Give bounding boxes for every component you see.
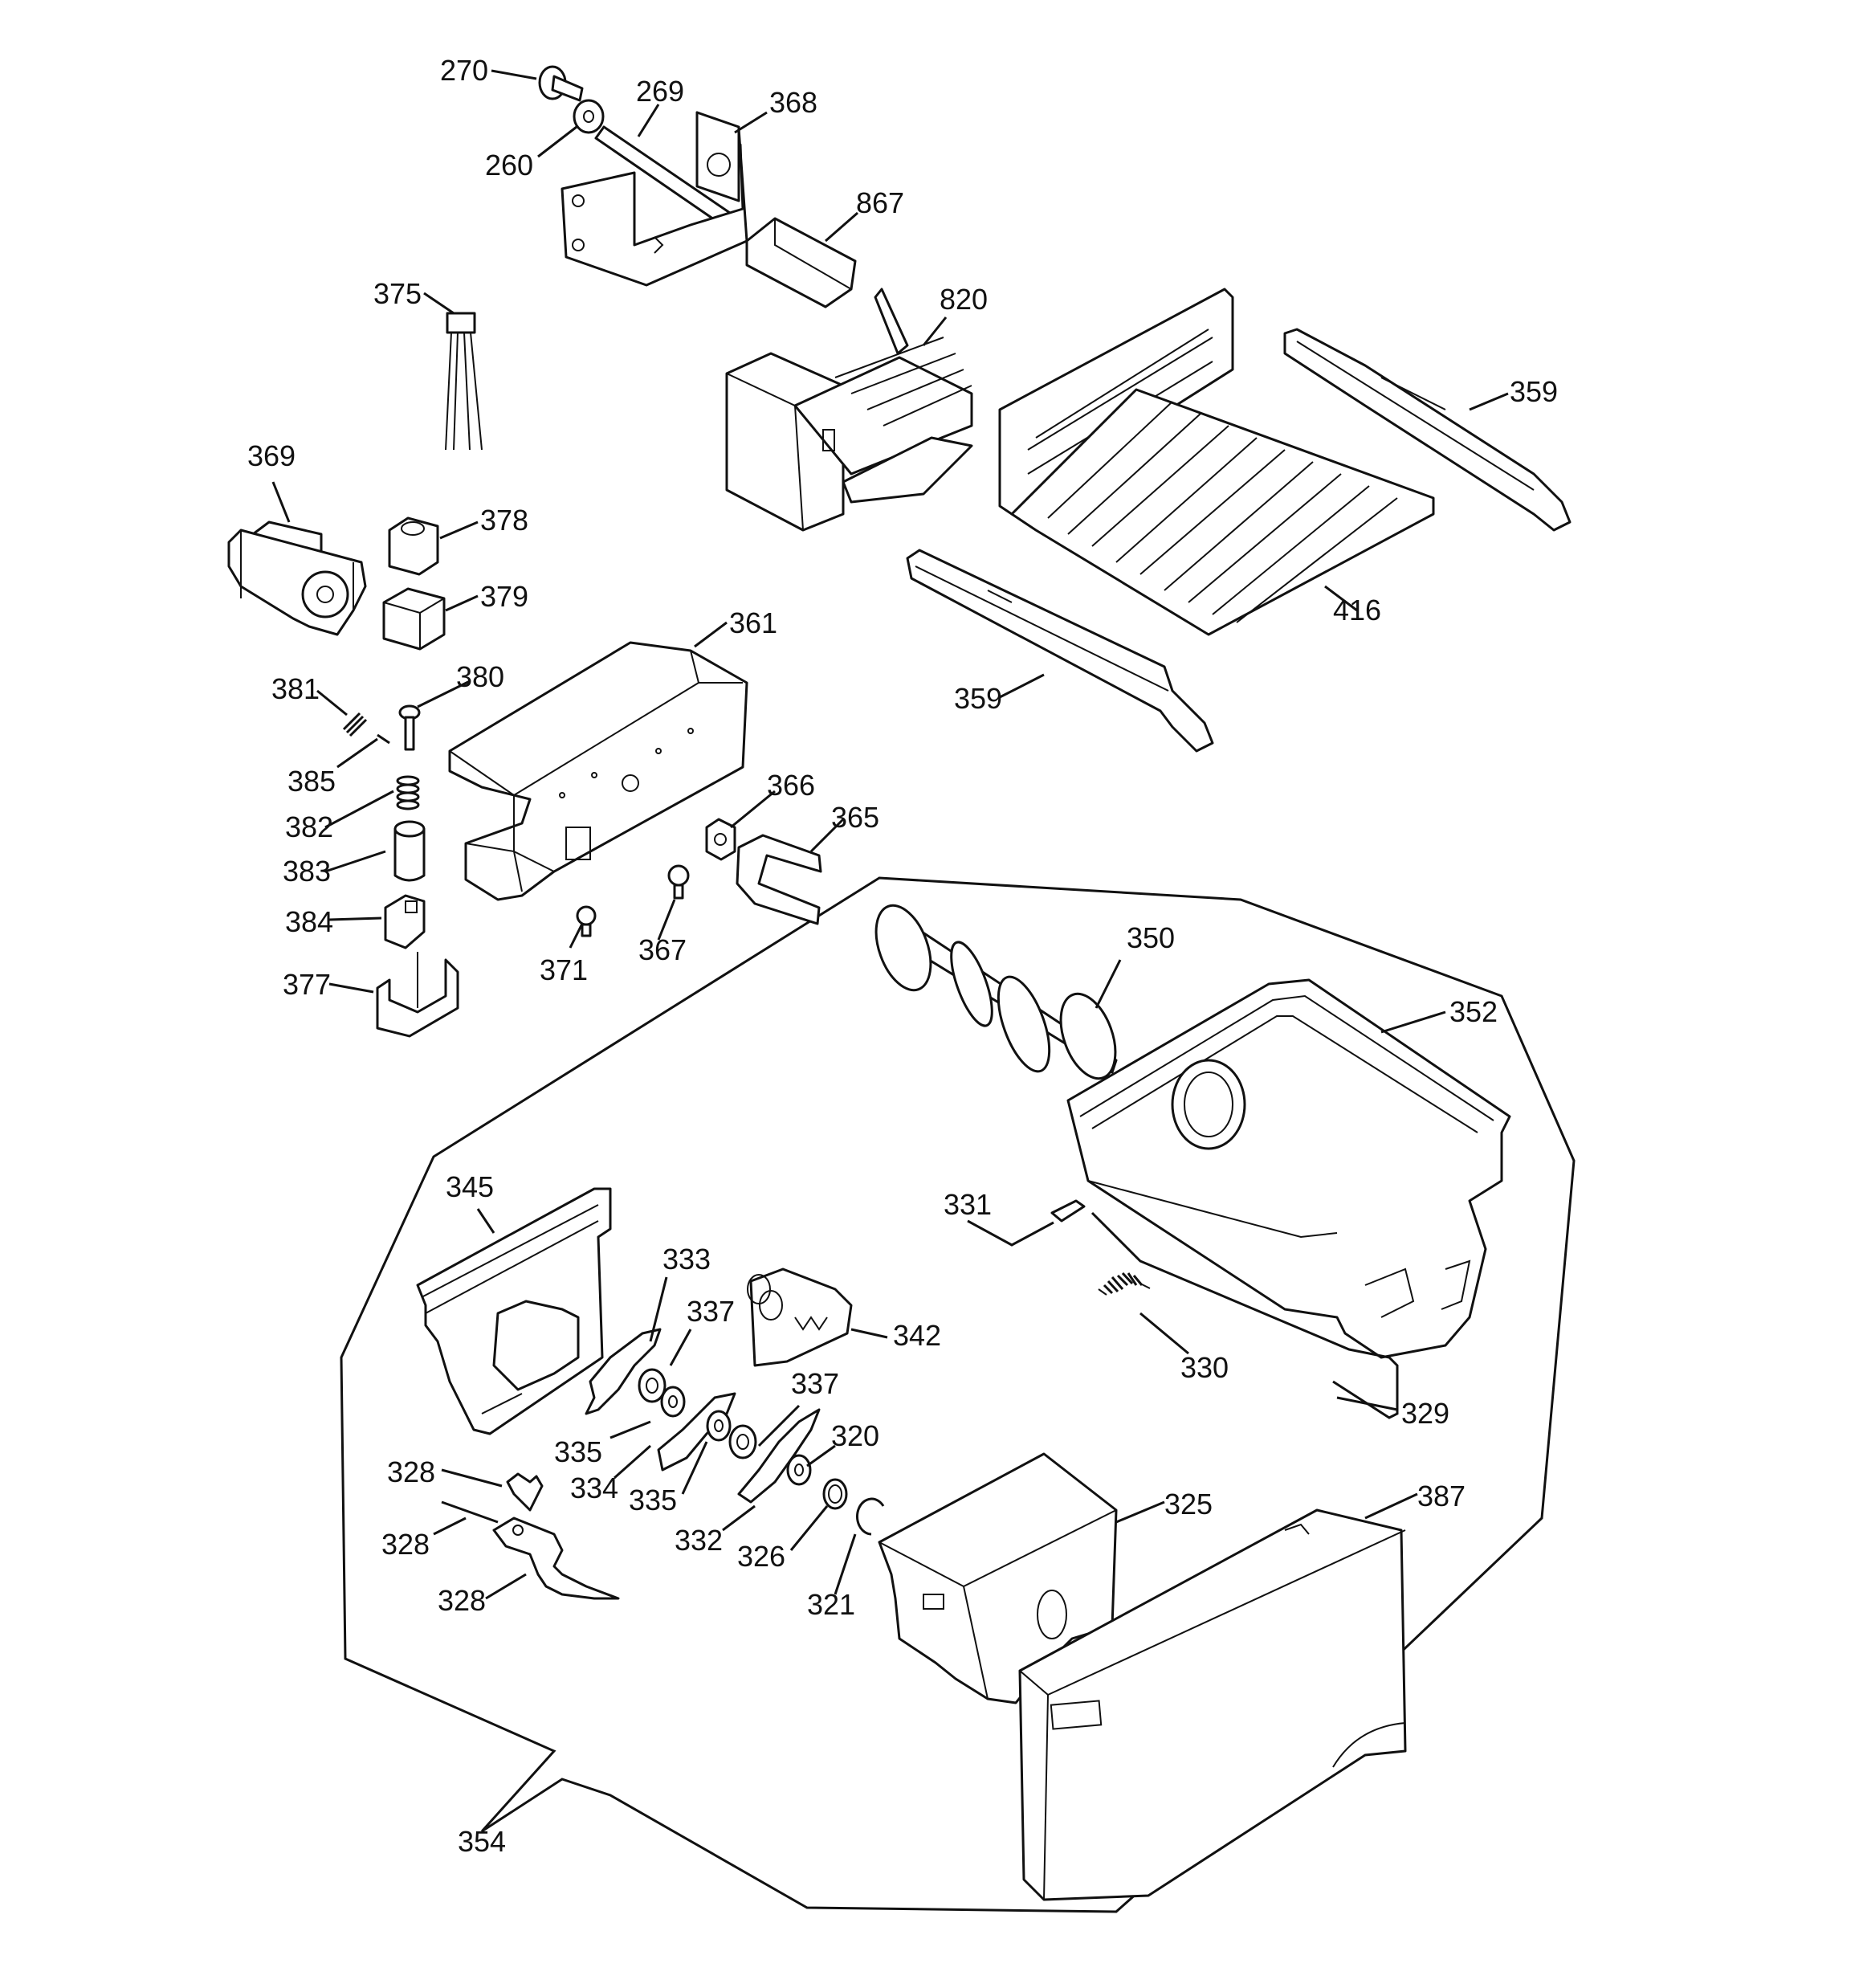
callout-335-top: 335 bbox=[554, 1435, 602, 1468]
part-270-bearing bbox=[538, 65, 584, 102]
part-377-bracket bbox=[376, 952, 459, 1038]
part-328-rod bbox=[441, 1500, 499, 1524]
callout-369: 369 bbox=[247, 439, 296, 472]
callout-368: 368 bbox=[769, 86, 817, 119]
callout-328-top: 328 bbox=[387, 1455, 435, 1488]
callout-270: 270 bbox=[440, 54, 488, 87]
callout-378: 378 bbox=[480, 504, 528, 537]
callout-380: 380 bbox=[456, 660, 504, 693]
part-321-clip bbox=[856, 1497, 885, 1536]
part-320-bearing bbox=[786, 1454, 812, 1486]
callout-383: 383 bbox=[283, 855, 331, 888]
part-380-plunger bbox=[398, 704, 421, 751]
part-385-pin bbox=[377, 733, 390, 745]
callout-361: 361 bbox=[729, 606, 777, 639]
callout-332: 332 bbox=[675, 1524, 723, 1557]
part-342-blade bbox=[747, 1268, 853, 1367]
part-330-spring bbox=[1098, 1272, 1151, 1296]
part-365-bracket bbox=[736, 834, 822, 925]
callout-328-bottom: 328 bbox=[438, 1584, 486, 1617]
callout-329: 329 bbox=[1401, 1397, 1449, 1430]
callout-867: 867 bbox=[856, 186, 904, 219]
callout-331: 331 bbox=[944, 1188, 992, 1221]
part-335-washer-b bbox=[728, 1424, 757, 1459]
part-384-bracket bbox=[384, 894, 426, 949]
part-359-rail-bottom bbox=[906, 549, 1214, 753]
part-369-auger-motor bbox=[227, 520, 367, 636]
part-368-bracket bbox=[561, 111, 748, 287]
callout-359-bottom: 359 bbox=[954, 682, 1002, 715]
callout-385: 385 bbox=[287, 765, 336, 798]
callout-337-bottom: 337 bbox=[791, 1367, 839, 1400]
part-326-ring bbox=[822, 1478, 848, 1510]
part-337-bearing-b bbox=[706, 1410, 732, 1442]
callout-328-middle: 328 bbox=[381, 1528, 430, 1561]
part-371-screw bbox=[576, 905, 597, 937]
callout-382: 382 bbox=[285, 810, 333, 843]
part-329-rod bbox=[1090, 1211, 1399, 1419]
part-328-spring-clip bbox=[506, 1472, 544, 1512]
callout-labels: 270 269 368 260 867 375 820 359 369 378 … bbox=[247, 54, 1558, 1858]
part-366-actuator bbox=[705, 818, 736, 861]
callout-367: 367 bbox=[638, 933, 687, 966]
callout-365: 365 bbox=[831, 801, 879, 834]
part-331-clip bbox=[1050, 1199, 1086, 1223]
part-260-washer bbox=[573, 99, 605, 134]
part-352-ice-bucket bbox=[1066, 978, 1511, 1359]
callout-384: 384 bbox=[285, 905, 333, 938]
part-387-front-cover bbox=[1018, 1508, 1407, 1901]
callout-354: 354 bbox=[458, 1825, 506, 1858]
callout-335-bottom: 335 bbox=[629, 1484, 677, 1517]
callout-334: 334 bbox=[570, 1472, 618, 1504]
callout-820: 820 bbox=[940, 283, 988, 316]
callout-387: 387 bbox=[1417, 1480, 1466, 1512]
callout-375: 375 bbox=[373, 277, 422, 310]
callout-321: 321 bbox=[807, 1588, 855, 1621]
part-416-shelf bbox=[998, 288, 1435, 636]
part-375-wire-harness bbox=[445, 312, 483, 451]
callout-366: 366 bbox=[767, 769, 815, 802]
part-335-washer-a bbox=[660, 1386, 686, 1418]
assembly-354-outline bbox=[340, 876, 1576, 1913]
callout-260: 260 bbox=[485, 149, 533, 182]
callout-333: 333 bbox=[662, 1243, 711, 1276]
callout-342: 342 bbox=[893, 1319, 941, 1352]
part-328-lever bbox=[492, 1517, 620, 1600]
callout-371: 371 bbox=[540, 953, 588, 986]
callout-330: 330 bbox=[1180, 1351, 1229, 1384]
part-379-block bbox=[382, 587, 446, 651]
part-350-auger bbox=[874, 904, 1118, 1080]
part-333-blade bbox=[585, 1328, 662, 1415]
callout-379: 379 bbox=[480, 580, 528, 613]
callout-345: 345 bbox=[446, 1170, 494, 1203]
part-820-ice-maker bbox=[725, 288, 973, 532]
part-325-housing bbox=[878, 1452, 1118, 1704]
part-332-blade bbox=[737, 1408, 821, 1504]
part-381-spring bbox=[342, 712, 368, 737]
callout-416: 416 bbox=[1333, 594, 1381, 627]
part-383-bushing bbox=[393, 820, 426, 882]
leader-lines bbox=[271, 69, 1509, 1600]
callout-352: 352 bbox=[1449, 995, 1498, 1028]
part-367-screw bbox=[667, 864, 690, 900]
callout-381: 381 bbox=[271, 672, 320, 705]
part-345-shield bbox=[416, 1187, 612, 1435]
part-337-bearing-a bbox=[638, 1368, 667, 1403]
callout-337-top: 337 bbox=[687, 1295, 735, 1328]
part-361-dispenser-housing bbox=[448, 641, 748, 901]
part-867-cover bbox=[745, 217, 857, 308]
callout-320: 320 bbox=[831, 1419, 879, 1452]
callout-269: 269 bbox=[636, 75, 684, 108]
part-378-solenoid bbox=[388, 516, 439, 576]
callout-326: 326 bbox=[737, 1540, 785, 1573]
callout-359-top: 359 bbox=[1510, 375, 1558, 408]
part-382-spring bbox=[396, 775, 420, 810]
part-359-rail-top bbox=[1283, 328, 1572, 532]
callout-325: 325 bbox=[1164, 1488, 1213, 1521]
callout-350: 350 bbox=[1127, 921, 1175, 954]
callout-377: 377 bbox=[283, 968, 331, 1001]
